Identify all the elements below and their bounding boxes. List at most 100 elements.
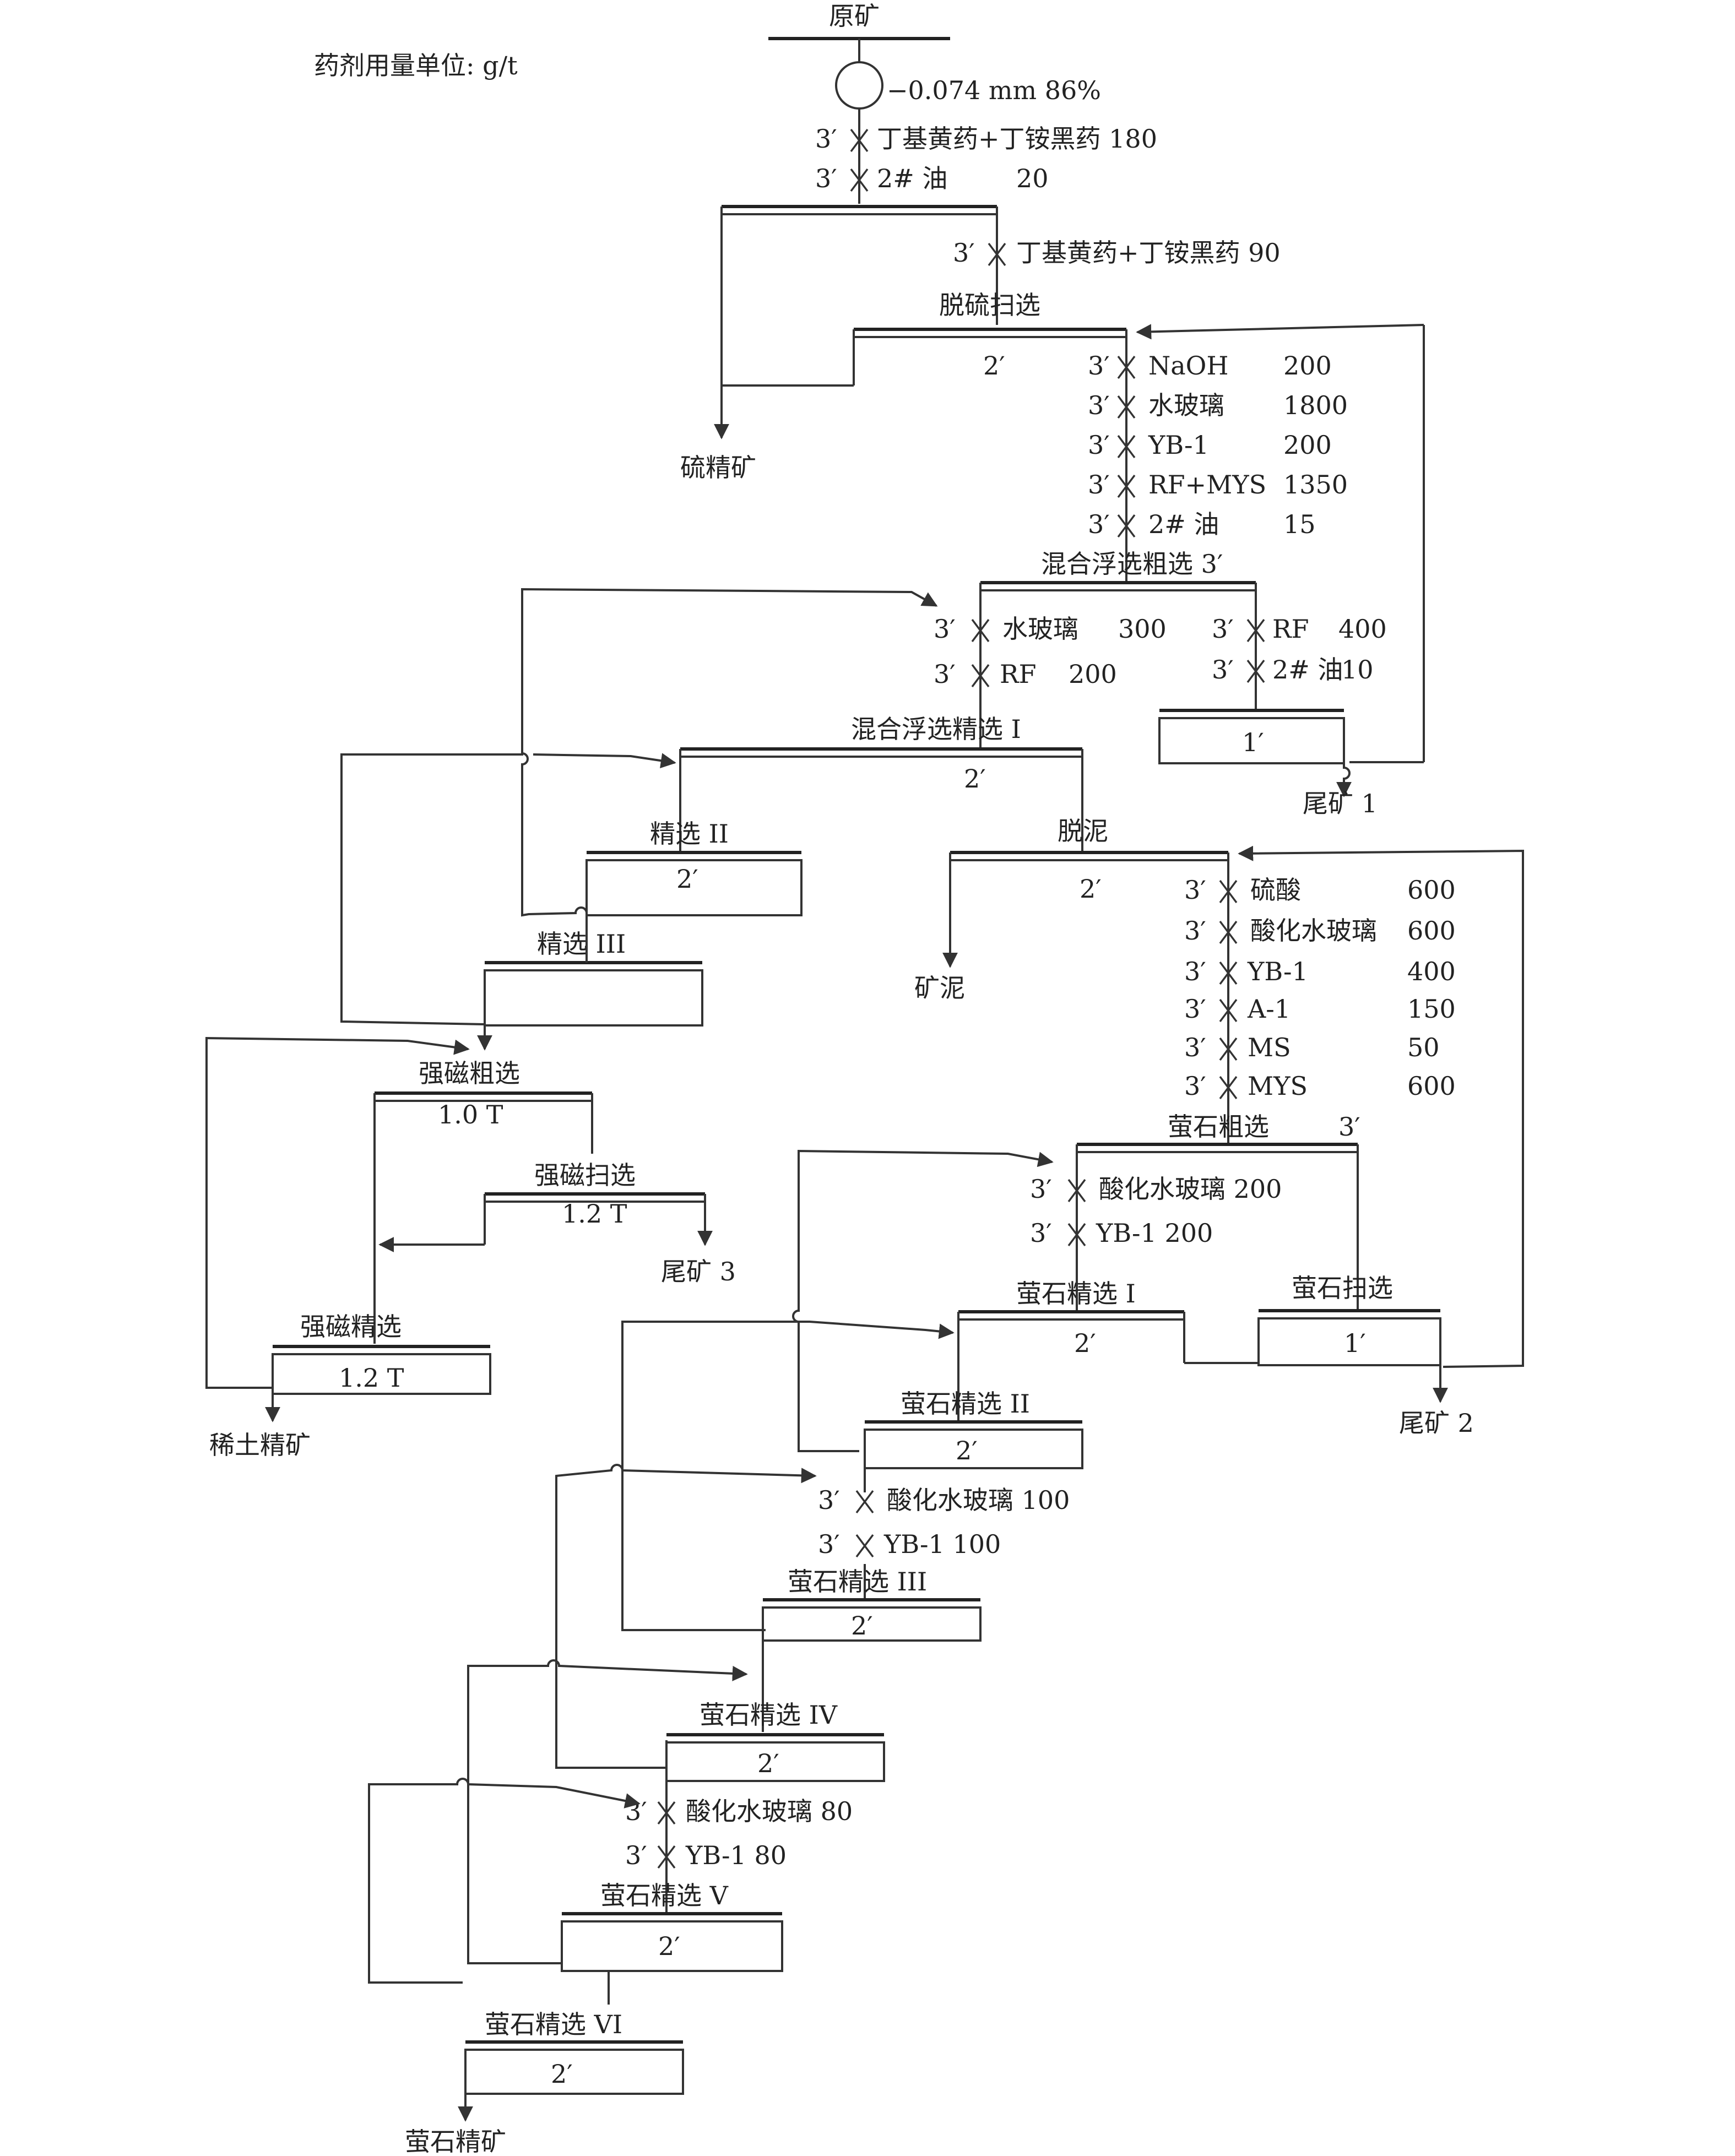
mixed-scavenger-reagents: 3′ RF 400 3′ 2# 油 10 — [1212, 614, 1387, 685]
reagent-addition-icon — [1117, 474, 1136, 498]
fluorite-cleaner3-tail-return-arrow — [621, 1321, 955, 1631]
fluorite-cleaner4-tail-return-arrow — [555, 1464, 817, 1769]
svg-text:300: 300 — [1118, 614, 1167, 644]
svg-text:NaOH: NaOH — [1148, 351, 1229, 381]
svg-text:3′: 3′ — [1088, 470, 1110, 499]
fluorite-concentrate-label: 萤石精矿 — [405, 2127, 506, 2156]
svg-text:3′: 3′ — [625, 1840, 647, 1870]
svg-text:3′: 3′ — [953, 238, 975, 268]
scavenger-return-arrow — [1136, 324, 1424, 340]
svg-text:1800: 1800 — [1283, 390, 1348, 420]
mixed-cleaner-reagents: 3′ 水玻璃 300 3′ RF 200 — [934, 614, 1167, 689]
reagent-addition-icon — [1067, 1179, 1086, 1203]
reagent-addition-icon — [1219, 961, 1238, 985]
svg-text:酸化水玻璃 100: 酸化水玻璃 100 — [887, 1485, 1070, 1515]
reagent-addition-icon — [850, 128, 869, 153]
fluorite-cleaner4-label: 萤石精选 IV — [700, 1700, 838, 1730]
reagent-addition-icon — [1117, 435, 1136, 459]
feed-reagent-1: 3′ 丁基黄药+丁铵黑药 180 — [815, 124, 1157, 154]
fluorite-cleaner1-label: 萤石精选 I — [1016, 1279, 1136, 1308]
magnetic-scavenger-field: 1.2 T — [562, 1199, 627, 1229]
svg-text:丁基黄药+丁铵黑药 90: 丁基黄药+丁铵黑药 90 — [1016, 238, 1281, 268]
feed-reagent-2: 3′ 2# 油 20 — [815, 164, 1049, 193]
fluorite-cleaner1-time: 2′ — [1074, 1328, 1096, 1358]
svg-text:YB-1: YB-1 — [1247, 957, 1308, 986]
reagent-addition-icon — [1246, 618, 1265, 643]
svg-text:1350: 1350 — [1283, 470, 1348, 499]
svg-text:3′: 3′ — [818, 1485, 840, 1515]
svg-text:3′: 3′ — [1184, 875, 1206, 905]
sulfur-concentrate-label: 硫精矿 — [680, 453, 756, 482]
tailing1-label: 尾矿 1 — [1303, 789, 1378, 818]
svg-text:RF: RF — [1272, 614, 1309, 644]
svg-text:3′: 3′ — [1088, 509, 1110, 539]
svg-text:600: 600 — [1407, 916, 1456, 946]
magnetic-rougher-label: 强磁粗选 — [419, 1058, 520, 1088]
feed-label: 原矿 — [829, 1, 880, 31]
svg-text:3′: 3′ — [1184, 1033, 1206, 1062]
svg-text:3′: 3′ — [1030, 1174, 1052, 1204]
svg-text:400: 400 — [1338, 614, 1387, 644]
svg-text:400: 400 — [1407, 957, 1456, 986]
fluorite-scavenger-time: 1′ — [1344, 1328, 1366, 1358]
cleaner2-label: 精选 II — [650, 819, 729, 849]
fluorite-cleaner6-label: 萤石精选 VI — [485, 2010, 622, 2039]
grinding-mill-icon — [835, 61, 883, 110]
svg-text:3′: 3′ — [934, 614, 956, 644]
mixed-cleaner1-label: 混合浮选精选 I — [851, 714, 1021, 744]
reagent-addition-icon — [1219, 998, 1238, 1023]
svg-text:酸化水玻璃: 酸化水玻璃 — [1250, 916, 1377, 946]
desulfur-scavenger-time: 2′ — [983, 351, 1005, 381]
svg-text:3′: 3′ — [1088, 430, 1110, 460]
reagent-addition-icon — [1067, 1223, 1086, 1247]
fluorite-cleaner3-reagents: 3′ 酸化水玻璃 100 3′ YB-1 100 — [818, 1485, 1070, 1559]
reagent-addition-icon — [850, 168, 869, 192]
svg-text:硫酸: 硫酸 — [1250, 875, 1301, 905]
magnetic-cleaner-field: 1.2 T — [339, 1363, 404, 1393]
svg-text:RF: RF — [1000, 659, 1037, 689]
magnetic-rougher-field: 1.0 T — [438, 1100, 503, 1129]
svg-text:600: 600 — [1407, 875, 1456, 905]
svg-text:A-1: A-1 — [1247, 994, 1291, 1024]
svg-text:3′: 3′ — [934, 659, 956, 689]
svg-text:3′: 3′ — [1212, 655, 1234, 685]
fluorite-cleaner2-label: 萤石精选 II — [901, 1389, 1030, 1419]
fluorite-cleaner1-reagents: 3′ 酸化水玻璃 200 3′ YB-1 200 — [1030, 1174, 1282, 1248]
reagent-addition-icon — [971, 618, 990, 643]
svg-text:200: 200 — [1069, 659, 1117, 689]
cleaner2-tail-return-arrow — [521, 588, 938, 917]
fluorite-rougher-time: 3′ — [1338, 1112, 1360, 1142]
reagent-addition-icon — [1246, 659, 1265, 683]
reagent-addition-icon — [1219, 1076, 1238, 1100]
cleaner2-time: 2′ — [676, 864, 698, 894]
svg-text:3′: 3′ — [1184, 957, 1206, 986]
svg-text:YB-1 100: YB-1 100 — [883, 1529, 1001, 1559]
fluorite-cleaner3-time: 2′ — [851, 1611, 873, 1641]
svg-text:RF+MYS: RF+MYS — [1148, 470, 1266, 499]
svg-text:3′: 3′ — [1212, 614, 1234, 644]
slime-label: 矿泥 — [914, 973, 965, 1003]
svg-text:3′: 3′ — [818, 1529, 840, 1559]
svg-text:150: 150 — [1407, 994, 1456, 1024]
tailing3-label: 尾矿 3 — [661, 1257, 736, 1286]
fluorite-cleaner5-label: 萤石精选 V — [600, 1881, 729, 1910]
fluorite-scavenger-return-arrow — [1238, 845, 1524, 1368]
svg-text:3′: 3′ — [1184, 916, 1206, 946]
magnetic-cleaner-label: 强磁精选 — [300, 1312, 402, 1342]
svg-text:水玻璃: 水玻璃 — [1148, 390, 1224, 420]
cleaner3-label: 精选 III — [537, 929, 626, 959]
magnetic-scavenger-label: 强磁扫选 — [534, 1160, 636, 1190]
deslime-time: 2′ — [1080, 874, 1102, 904]
desulfur-reagent: 3′ 丁基黄药+丁铵黑药 90 — [953, 238, 1281, 268]
fluorite-cleaner5-tail-return-arrow — [467, 1659, 748, 1964]
svg-text:YB-1: YB-1 — [1148, 430, 1209, 460]
tailing1-arrow — [1336, 763, 1352, 797]
svg-text:YB-1 200: YB-1 200 — [1096, 1218, 1213, 1248]
svg-text:丁基黄药+丁铵黑药 180: 丁基黄药+丁铵黑药 180 — [877, 124, 1157, 154]
fluorite-cleaner4-time: 2′ — [757, 1748, 779, 1778]
svg-text:200: 200 — [1283, 351, 1332, 381]
cleaner3-tail-return-arrow — [340, 754, 675, 1025]
tailing2-label: 尾矿 2 — [1399, 1408, 1474, 1438]
svg-text:2# 油: 2# 油 — [877, 164, 947, 193]
